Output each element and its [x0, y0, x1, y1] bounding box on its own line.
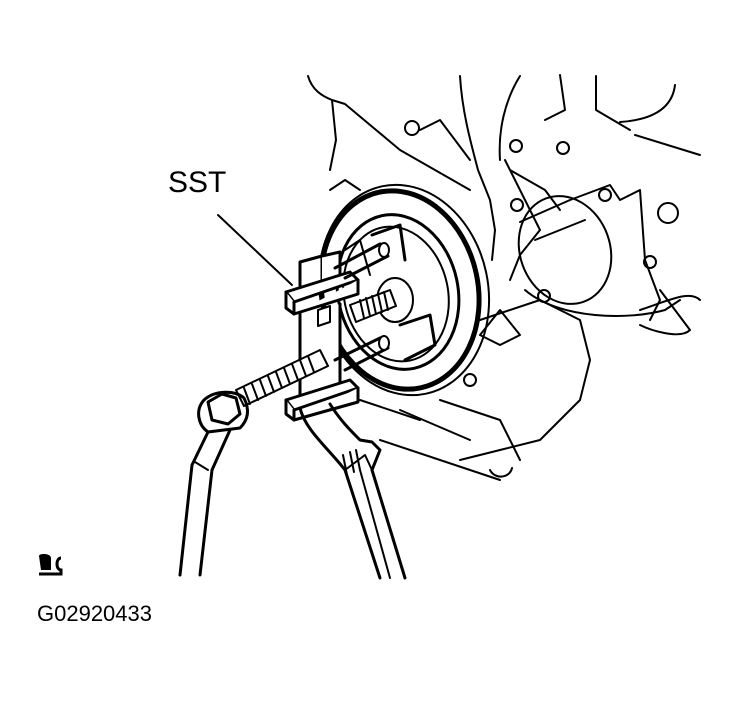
box-wrench [178, 390, 249, 577]
engine-block [307, 74, 701, 481]
sst-leader-line [217, 214, 293, 286]
center-bolt [206, 289, 397, 426]
manual-note-icon [39, 553, 63, 576]
sst-callout-label: SST [168, 166, 227, 199]
adjustable-wrench [298, 402, 407, 580]
figure-id: G02920433 [37, 601, 152, 626]
puller-tool [284, 242, 390, 422]
